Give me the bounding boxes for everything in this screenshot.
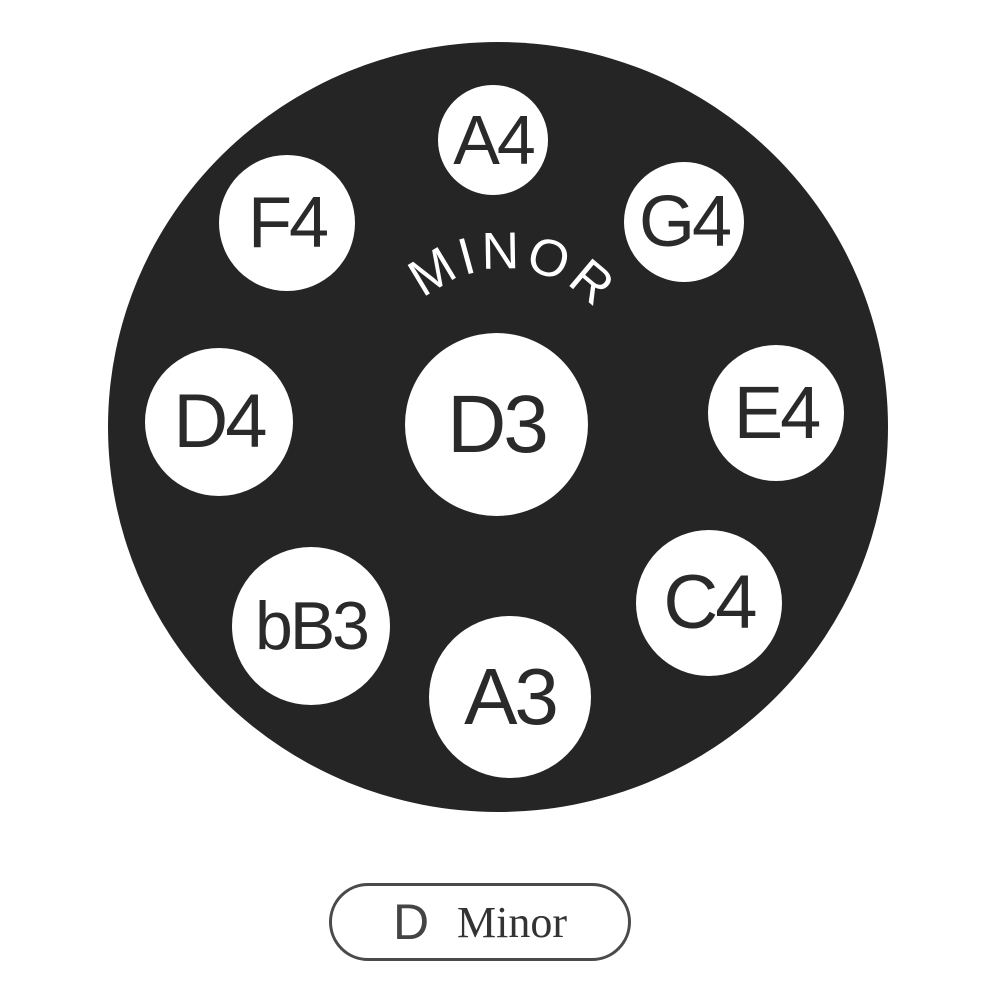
note-pad-upper-left[interactable]: F4 (219, 155, 355, 291)
note-label: G4 (638, 182, 732, 262)
note-pad-lower-right[interactable]: C4 (636, 530, 782, 676)
note-label: F4 (247, 183, 329, 263)
note-label: A4 (453, 101, 536, 179)
note-label: A3 (464, 652, 559, 741)
note-pad-left[interactable]: D4 (145, 348, 293, 496)
scale-key: D (392, 894, 430, 950)
scale-mode: Minor (457, 897, 568, 947)
note-label: bB3 (255, 588, 370, 664)
note-label: D4 (173, 379, 267, 464)
note-pad-top[interactable]: A4 (438, 85, 548, 195)
note-pad-bottom[interactable]: A3 (429, 616, 591, 778)
note-label: C4 (663, 560, 757, 645)
note-label: E4 (733, 371, 821, 454)
note-label: D3 (447, 378, 549, 470)
note-pad-right[interactable]: E4 (708, 345, 844, 481)
scale-name-badge: D Minor (329, 883, 631, 961)
note-pad-upper-right[interactable]: G4 (624, 162, 744, 282)
note-pad-center[interactable]: D3 (405, 333, 588, 516)
note-pad-lower-left[interactable]: bB3 (232, 547, 390, 705)
